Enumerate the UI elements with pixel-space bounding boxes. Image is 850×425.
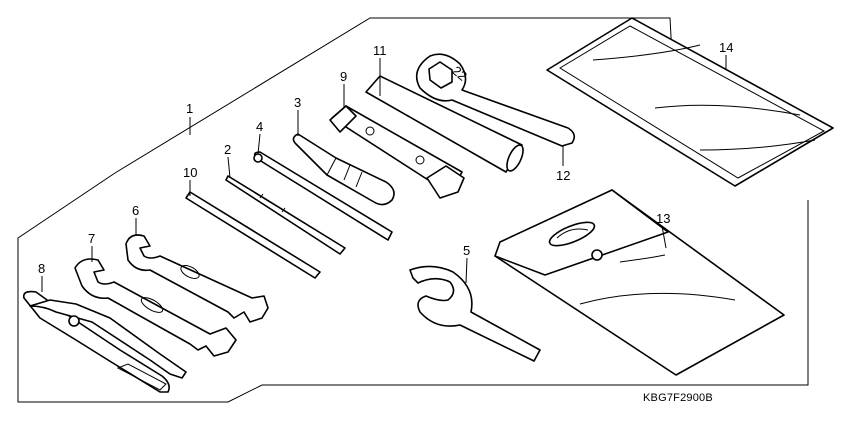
ring-spanner[interactable]: 22: [415, 53, 576, 147]
pliers[interactable]: [22, 290, 187, 393]
box-spanner[interactable]: [329, 105, 465, 199]
callout-10: 10: [183, 165, 197, 180]
hook-spanner[interactable]: [409, 265, 541, 362]
extension-bar[interactable]: [185, 191, 321, 279]
diagram-code: KBG7F2900B: [643, 392, 713, 404]
callout-11: 11: [373, 43, 387, 58]
callout-5: 5: [463, 243, 470, 258]
callout-14: 14: [719, 40, 733, 55]
open-end-wrench-upper[interactable]: [125, 234, 269, 323]
callout-7: 7: [88, 231, 95, 246]
set-boundary-lower: [17, 172, 809, 403]
callout-9: 9: [340, 69, 347, 84]
screwdriver-handle[interactable]: [292, 133, 395, 206]
tool-bag[interactable]: [494, 189, 785, 376]
callout-13: 13: [656, 211, 670, 226]
open-end-wrench-lower[interactable]: [74, 258, 237, 357]
callout-12: 12: [556, 168, 570, 183]
manual-pouch[interactable]: [546, 17, 834, 187]
screwdriver-shaft[interactable]: [253, 151, 393, 241]
screwdriver-blade[interactable]: [225, 175, 346, 255]
callout-6: 6: [132, 203, 139, 218]
callout-leaders: [41, 55, 727, 292]
callout-2: 2: [224, 142, 231, 157]
plug-wrench-handle[interactable]: [365, 75, 526, 173]
callout-4: 4: [256, 119, 263, 134]
callout-1: 1: [186, 101, 193, 116]
callout-8: 8: [38, 261, 45, 276]
callout-3: 3: [294, 95, 301, 110]
set-boundary: [114, 17, 673, 174]
callout-labels: 1 2 3 4 5 6 7 8 9 10 11 12 13 14: [38, 40, 733, 276]
